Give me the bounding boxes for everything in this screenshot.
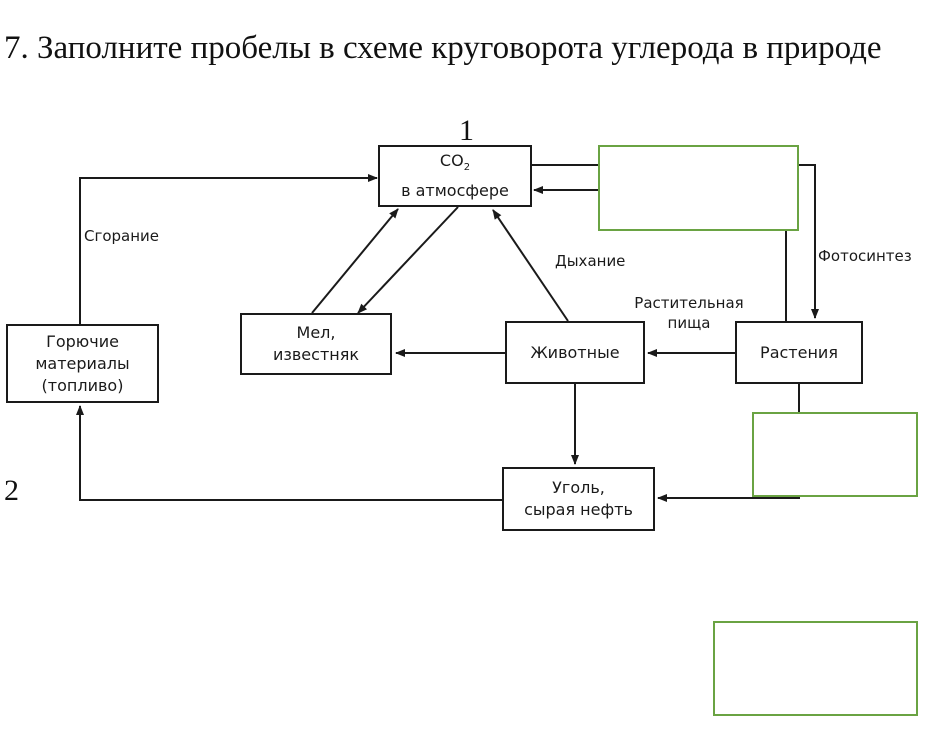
arrow-combustion bbox=[79, 174, 378, 324]
answer-blank-1[interactable] bbox=[598, 145, 799, 231]
arrow-chalk-to-co2 bbox=[311, 208, 399, 314]
answer-blank-3[interactable] bbox=[713, 621, 918, 716]
coal-line-2: сырая нефть bbox=[524, 500, 633, 519]
node-plants: Растения bbox=[735, 321, 863, 384]
plants-label: Растения bbox=[760, 342, 838, 362]
co2-formula: CO bbox=[439, 151, 464, 171]
co2-subscript: 2 bbox=[463, 162, 471, 174]
node-fuel: Горючие материалы (топливо) bbox=[6, 324, 159, 403]
coal-line-1: Уголь, bbox=[552, 478, 605, 497]
marker-1: 1 bbox=[459, 114, 474, 147]
question-text: 7. Заполните пробелы в схеме круговорота… bbox=[4, 30, 882, 66]
label-photosynthesis: Фотосинтез bbox=[818, 247, 912, 265]
arrow-animals-to-co2 bbox=[492, 209, 569, 322]
fuel-line-3: (топливо) bbox=[41, 375, 124, 395]
label-combustion: Сгорание bbox=[84, 227, 160, 245]
plant-food-line-1: Растительная bbox=[634, 294, 744, 312]
fuel-line-1: Горючие bbox=[46, 331, 119, 351]
animals-label: Животные bbox=[530, 342, 620, 362]
label-respiration: Дыхание bbox=[555, 252, 626, 270]
node-animals: Животные bbox=[505, 321, 645, 384]
chalk-line-2: известняк bbox=[272, 345, 360, 364]
node-co2-atmosphere: CO2 в атмосфере bbox=[378, 145, 532, 207]
marker-2: 2 bbox=[4, 474, 19, 507]
chalk-line-1: Мел, bbox=[296, 323, 336, 342]
arrow-co2-to-chalk bbox=[357, 206, 459, 314]
plant-food-line-2: пища bbox=[667, 314, 711, 332]
node-coal-oil: Уголь, сырая нефть bbox=[502, 467, 655, 531]
node-chalk-limestone: Мел, известняк bbox=[240, 313, 392, 375]
arrow-coal-to-fuel bbox=[76, 405, 502, 501]
co2-location: в атмосфере bbox=[401, 180, 509, 200]
fuel-line-2: материалы bbox=[35, 353, 130, 373]
label-plant-food: Растительная пища bbox=[626, 293, 752, 333]
answer-blank-2[interactable] bbox=[752, 412, 918, 497]
